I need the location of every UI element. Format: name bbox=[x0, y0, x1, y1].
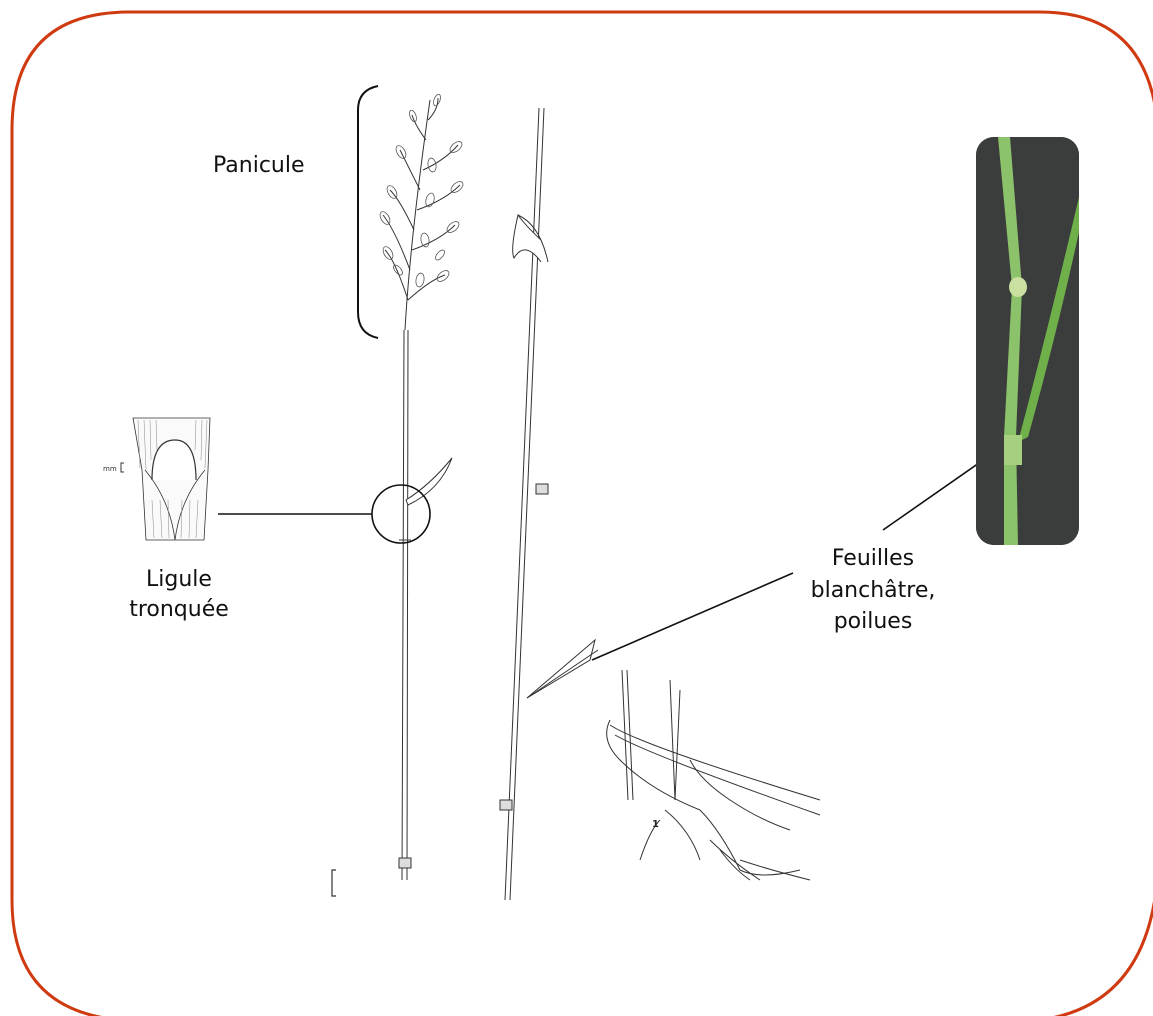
rounded-frame-right bbox=[1040, 870, 1153, 1016]
feuilles-label-line2: blanchâtre, bbox=[808, 577, 938, 605]
scale-bracket bbox=[332, 870, 336, 896]
leaf-photo-graphic bbox=[976, 137, 1079, 545]
feuilles-label-line1: Feuilles bbox=[808, 545, 938, 573]
ligule-label-line2: tronquée bbox=[124, 596, 234, 624]
panicule-bracket bbox=[358, 86, 378, 338]
ligule-detail-drawing bbox=[121, 418, 210, 540]
panicule-label: Panicule bbox=[213, 152, 305, 180]
feuilles-label-line3: poilues bbox=[808, 608, 938, 636]
grass-base-drawing bbox=[607, 670, 820, 880]
scale-mm-label: mm bbox=[103, 465, 117, 473]
feuilles-connector-line bbox=[592, 573, 793, 660]
ligule-highlight-circle bbox=[372, 485, 430, 543]
ligule-label-line1: Ligule bbox=[134, 566, 224, 594]
figure-number: 1 bbox=[652, 819, 659, 830]
leafy-culm-drawing bbox=[500, 108, 598, 900]
leaf-photo bbox=[976, 137, 1079, 545]
